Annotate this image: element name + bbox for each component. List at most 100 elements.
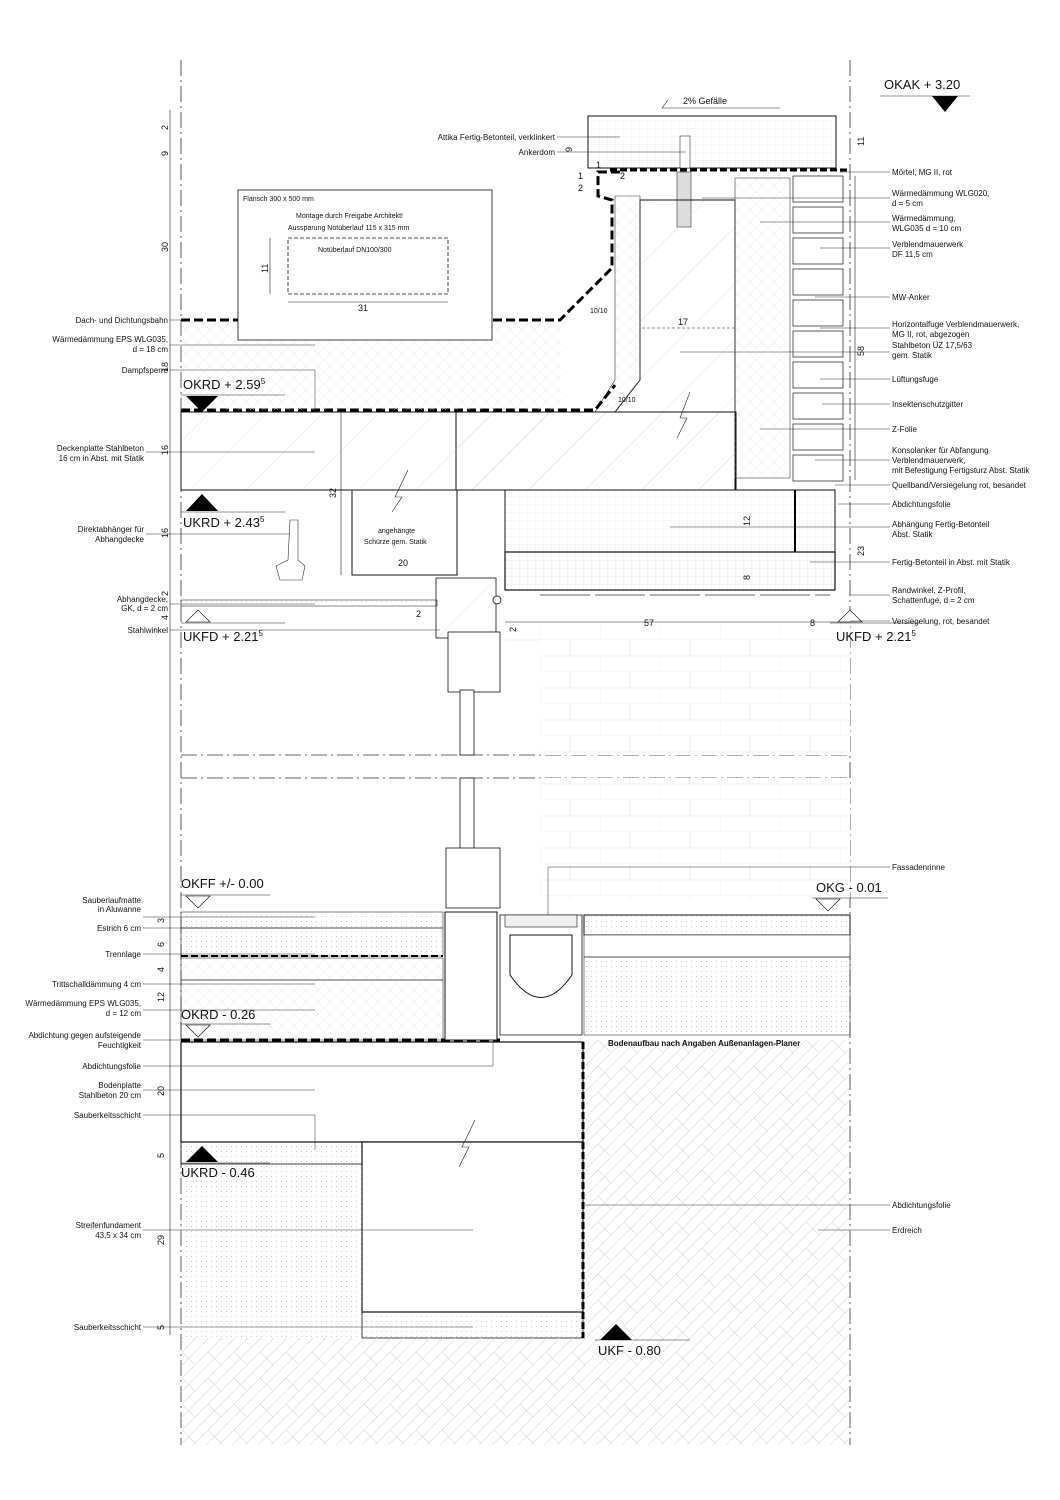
right-label-23: Randwinkel, Z-Profil, (892, 586, 966, 595)
right-label-28: Erdreich (892, 1226, 922, 1235)
parapet-insulation (594, 195, 641, 413)
dim-23: 23 (856, 546, 866, 556)
window-glass-bottom (459, 777, 475, 851)
left-label-3: Dampfsperre (122, 366, 169, 375)
left-label-18: Abdichtung gegen aufsteigende (28, 1031, 141, 1040)
facade-brick-elevation-bottom (540, 778, 850, 898)
right-label-3: Wärmedämmung, (892, 214, 956, 223)
slope-text: 2% Gefälle (683, 96, 727, 106)
right-label-1: Wärmedämmung WLG020, (892, 189, 989, 198)
dim-32: 32 (328, 488, 338, 498)
dim-4b: 4 (156, 967, 166, 972)
suspended-ceiling (180, 599, 438, 607)
left-label-1: Wärmedämmung EPS WLG035, (52, 335, 168, 344)
precast-lintel-base (504, 551, 836, 591)
right-label-17: mit Befestigung Fertigsturz Abst. Statik (892, 466, 1030, 475)
dim-2d: 2 (508, 627, 518, 632)
left-label-23: Sauberkeitsschicht (74, 1111, 142, 1120)
label-schuerze-2: Schürze gem. Statik (364, 539, 427, 546)
left-label-14: Trennlage (105, 950, 141, 959)
left-label-17: d = 12 cm (106, 1009, 142, 1018)
dim-12b: 12 (742, 516, 752, 526)
impact-insulation (180, 957, 444, 981)
dim-11b: 11 (856, 137, 866, 146)
right-label-20: Abhängung Fertig-Betonteil (892, 520, 990, 529)
dim-58: 58 (856, 346, 866, 356)
break-mark-foundation (458, 1119, 476, 1168)
level-ukfd-left: UKFD + 2.21 (183, 629, 259, 644)
dim-16b: 16 (160, 528, 170, 538)
level-okrd-top: OKRD + 2.59 (183, 377, 261, 392)
flange-title: Flansch 300 x 500 mm (243, 196, 314, 203)
level-marker-okg: OKG - 0.01 (812, 880, 888, 912)
screed (180, 927, 444, 957)
level-okrd-bottom: OKRD - 0.26 (181, 1007, 255, 1022)
left-label-21: Bodenplatte (98, 1081, 141, 1090)
left-label-5: 16 cm in Abst. mit Statik (59, 454, 145, 463)
threshold-profile (444, 911, 498, 1041)
dim-1010a: 10/10 (590, 308, 608, 315)
label-ground-note: Bodenaufbau nach Angaben Außenanlagen-Pl… (608, 1039, 800, 1048)
right-label-27: Abdichtungsfolie (892, 1201, 951, 1210)
right-label-18: Quellband/Versiegelung rot, besandet (892, 481, 1027, 490)
brick-veneer (792, 175, 844, 482)
left-label-22: Stahlbeton 20 cm (79, 1091, 142, 1100)
level-ukf: UKF - 0.80 (598, 1343, 661, 1358)
dim-17: 17 (678, 317, 688, 327)
label-schuerze-1: angehängte (378, 528, 415, 535)
dim-11: 11 (260, 264, 270, 273)
dim-2: 2 (160, 125, 170, 130)
right-label-5: Verblendmauerwerk (892, 240, 964, 249)
level-ukfd-right: UKFD + 2.21 (836, 629, 912, 644)
right-label-25: Versiegelung, rot, besandet (892, 617, 990, 626)
left-label-13: Estrich 6 cm (97, 924, 141, 933)
dim-30: 30 (160, 242, 170, 252)
right-label-0: Mörtel, MG II, rot (892, 168, 953, 177)
dim-5b: 5 (156, 1325, 166, 1330)
right-label-9: MG II, rot, abgezogen (892, 330, 969, 339)
wall-insulation (734, 177, 791, 479)
left-label-25: 43,5 x 34 cm (95, 1231, 141, 1240)
level-marker-ukf: UKF - 0.80 (595, 1324, 690, 1358)
svg-text:UKFD + 2.215: UKFD + 2.215 (183, 629, 264, 644)
window-glass-top (459, 689, 475, 756)
left-label-26: Sauberkeitsschicht (74, 1323, 142, 1332)
dim-9b: 9 (564, 147, 574, 152)
left-label-9: GK, d = 2 cm (121, 604, 168, 613)
window-sill-frame (445, 847, 501, 909)
facade-brick-elevation-top (540, 625, 850, 755)
right-label-12: Lüftungsfuge (892, 375, 939, 384)
facade-gutter-channel (509, 934, 573, 998)
attika-precast-block (587, 115, 837, 169)
ground-slab (180, 1041, 584, 1143)
level-ukrd-top: UKRD + 2.43 (183, 515, 260, 530)
dim-20b: 20 (398, 558, 408, 568)
level-okrd-top-sup: 5 (261, 377, 266, 386)
level-marker-ukfd-left: UKFD + 2.215 (181, 609, 285, 644)
entrance-mat (180, 911, 444, 929)
level-okg: OKG - 0.01 (816, 880, 882, 895)
dim-18: 18 (160, 362, 170, 372)
dim-31: 31 (358, 303, 368, 313)
left-label-19: Feuchtigkeit (98, 1041, 142, 1050)
bedding-layer (583, 934, 851, 958)
right-label-13: Insektenschutzgitter (892, 400, 963, 409)
right-label-11: gem. Statik (892, 351, 933, 360)
dim-5: 5 (156, 1153, 166, 1158)
dim-12: 12 (156, 992, 166, 1002)
dim-8b: 8 (742, 575, 752, 580)
roof-membrane (181, 170, 620, 322)
left-label-4: Deckenplatte Stahlbeton (57, 444, 144, 453)
left-label-20: Abdichtungsfolie (82, 1062, 141, 1071)
left-label-2: d = 18 cm (133, 345, 169, 354)
window-head-frame (435, 577, 497, 639)
right-label-26: Fassadenrinne (892, 863, 945, 872)
right-label-group: Mörtel, MG II, rot Wärmedämmung WLG020, … (547, 168, 1030, 1235)
direct-hanger (275, 519, 306, 581)
left-label-7: Abhangdecke (95, 535, 144, 544)
flange-line1: Montage durch Freigabe Architekt! (296, 213, 403, 220)
left-label-8: Abhangdecke, (117, 595, 168, 604)
dim-6: 6 (156, 942, 166, 947)
dim-16a: 16 (160, 445, 170, 455)
